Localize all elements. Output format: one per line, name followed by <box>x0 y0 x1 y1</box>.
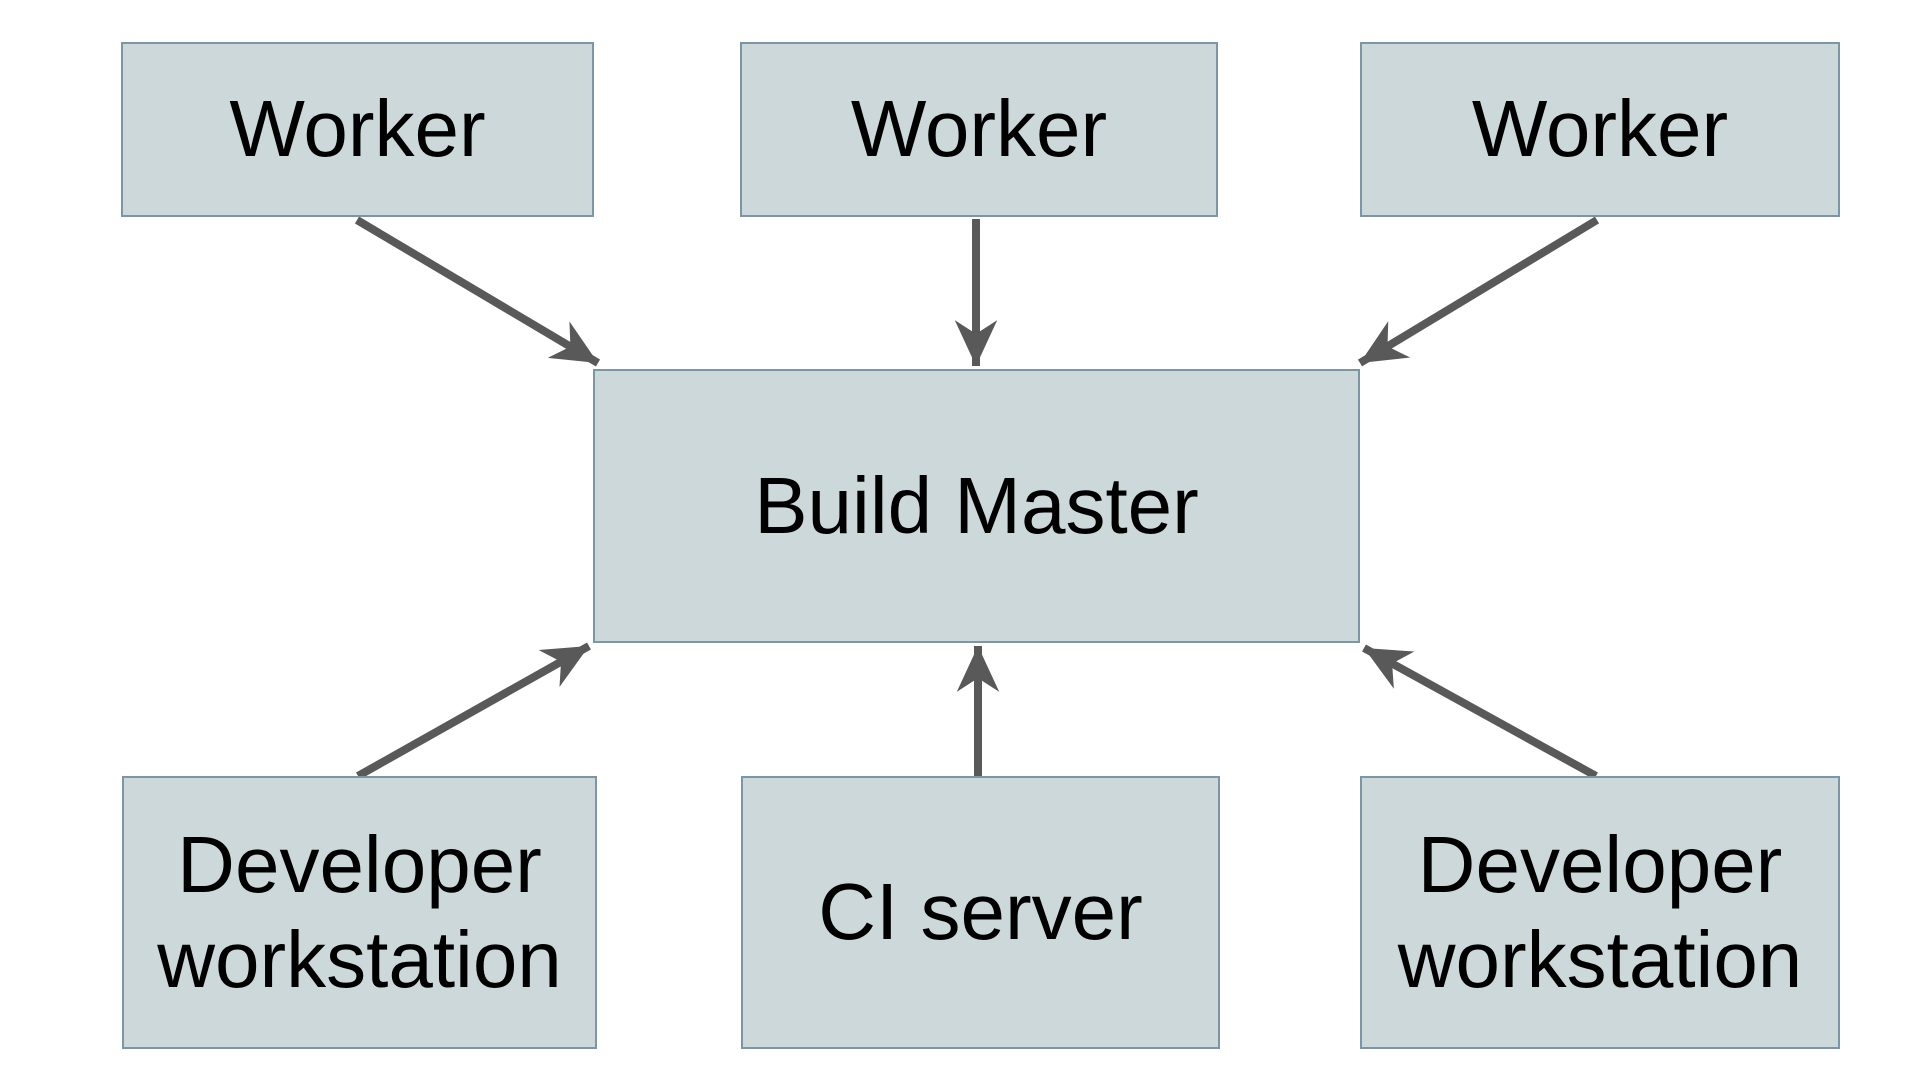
node-developer-workstation-right: Developer workstation <box>1360 776 1840 1049</box>
arrow-worker1-to-buildmaster <box>354 216 601 367</box>
node-label: Developer workstation <box>1397 820 1803 1004</box>
node-worker-2: Worker <box>740 42 1218 217</box>
node-worker-1: Worker <box>121 42 594 217</box>
node-build-master: Build Master <box>593 369 1360 643</box>
node-label: Build Master <box>754 460 1199 550</box>
node-developer-workstation-left: Developer workstation <box>122 776 597 1049</box>
arrow-devworkstation-right-to-buildmaster <box>1362 644 1598 780</box>
node-ci-server: CI server <box>741 776 1220 1049</box>
node-label: Worker <box>229 84 486 174</box>
node-label: CI server <box>818 867 1143 957</box>
arrow-devworkstation-left-to-buildmaster <box>356 642 591 780</box>
node-label: Developer workstation <box>157 820 562 1004</box>
node-worker-3: Worker <box>1360 42 1840 217</box>
arrow-worker3-to-buildmaster <box>1357 216 1600 367</box>
node-label: Worker <box>1471 84 1729 174</box>
node-label: Worker <box>850 84 1108 174</box>
